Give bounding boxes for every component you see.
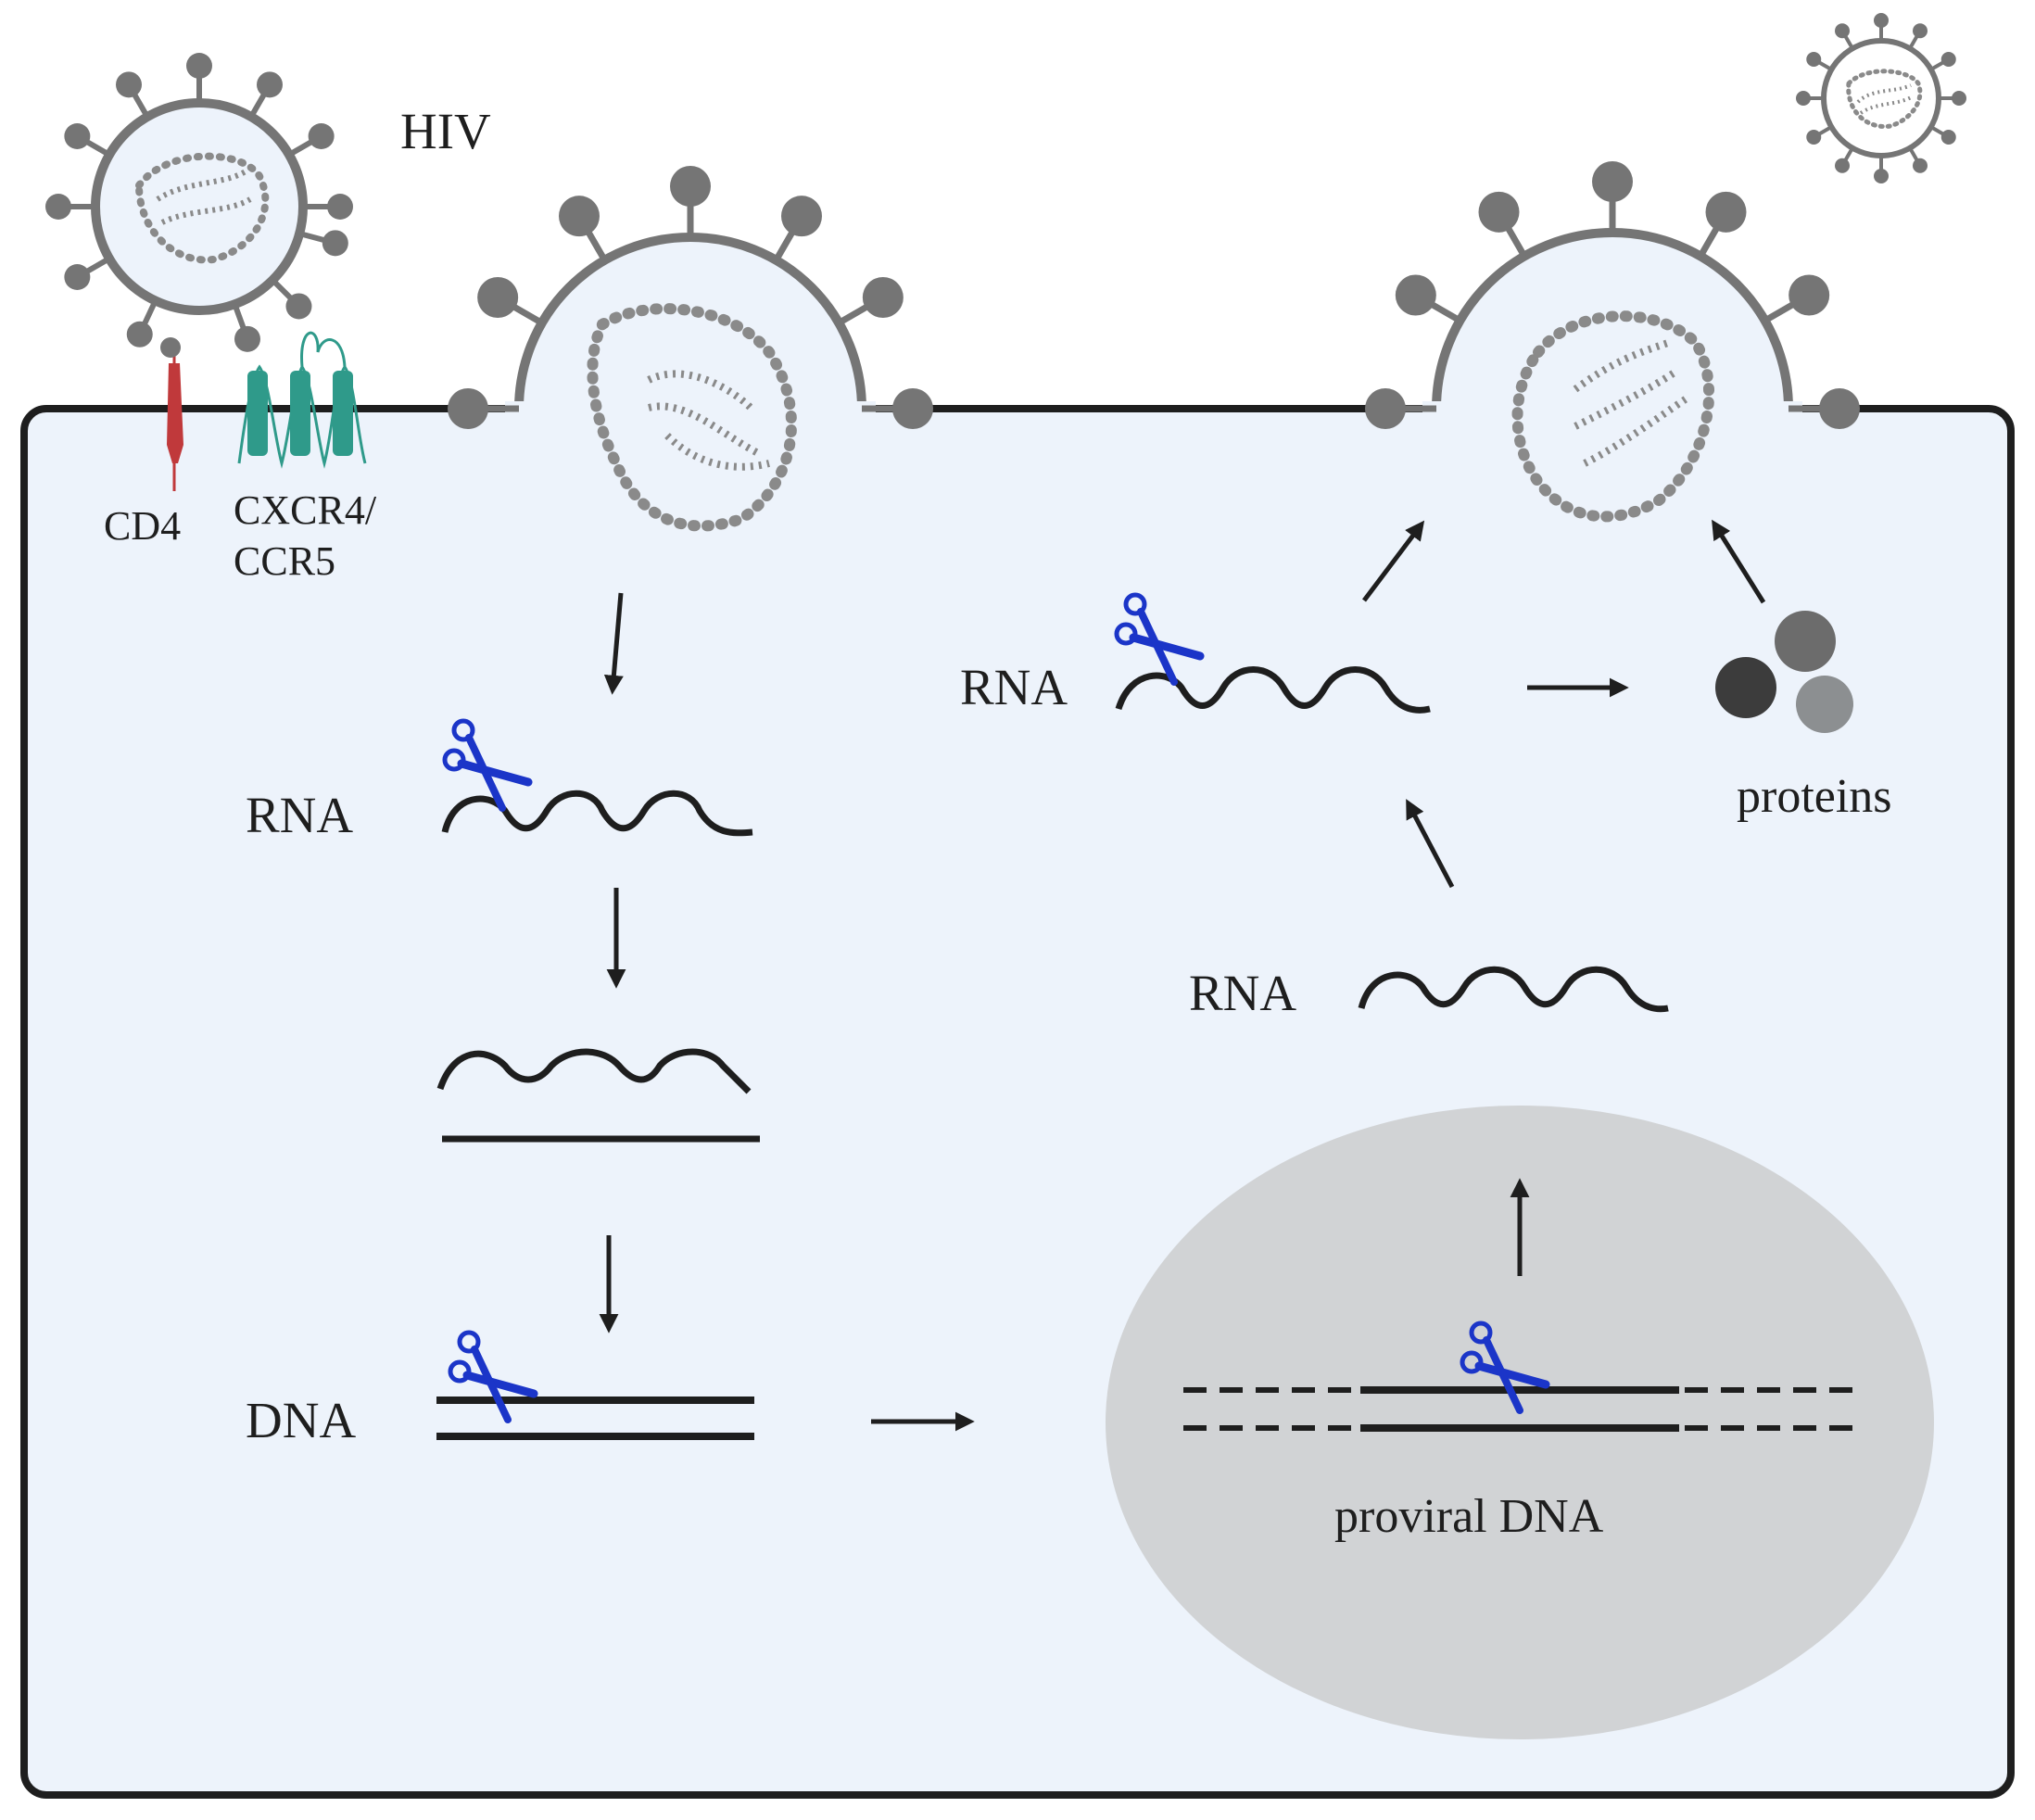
cd4-receptor xyxy=(160,337,183,491)
spike-knob xyxy=(1365,388,1406,429)
spike-knob xyxy=(1819,388,1860,429)
spike-knob xyxy=(1806,52,1822,67)
spike-knob xyxy=(45,194,71,220)
spike-knob xyxy=(116,71,142,98)
spike-knob xyxy=(448,388,488,429)
spike-knob xyxy=(1796,91,1811,106)
upper-rna-strand xyxy=(1115,666,1431,714)
spike-knob xyxy=(1940,52,1956,67)
proteins-label: proteins xyxy=(1737,770,1892,823)
spike-knob xyxy=(308,123,335,149)
released-virion xyxy=(1796,13,1966,183)
ccr5-label: CCR5 xyxy=(234,538,335,584)
spike-knob xyxy=(559,196,600,237)
cxcr4-ccr5-coreceptor xyxy=(237,331,367,469)
proviral-dna-integrated xyxy=(1183,1386,1857,1432)
spike-knob xyxy=(64,123,91,149)
spike-knob xyxy=(1913,23,1928,39)
spike-knob xyxy=(1952,91,1966,106)
spike-knob xyxy=(186,53,212,79)
spike-knob xyxy=(257,71,283,98)
spike-knob xyxy=(1705,191,1747,233)
spike-knob xyxy=(234,325,260,352)
arrow-rna-to-budding xyxy=(1362,520,1425,602)
cxcr4-label: CXCR4/ xyxy=(234,487,377,533)
spike-knob xyxy=(327,194,353,220)
pathway-arrows xyxy=(599,519,1766,1432)
spike-knob xyxy=(1874,13,1889,28)
spike-knob xyxy=(1789,274,1830,316)
spike-knob xyxy=(1874,169,1889,183)
entry-virion-bud xyxy=(448,166,933,532)
envelope-spikes xyxy=(1365,161,1860,429)
arrow-rna-to-upper-rna xyxy=(1406,799,1455,889)
spike-knob xyxy=(1592,161,1633,202)
spike-knob xyxy=(862,277,904,318)
rna-dna-hybrid xyxy=(436,1048,760,1143)
spike-knob xyxy=(285,293,312,320)
envelope-spikes xyxy=(448,166,933,429)
viral-proteins xyxy=(1715,611,1853,733)
spike-knob xyxy=(670,166,711,207)
envelope-spikes xyxy=(1796,13,1966,183)
arrow-proteins-to-budding xyxy=(1712,519,1766,604)
spike-knob xyxy=(126,321,153,348)
arrow-entry-to-rna xyxy=(603,592,624,695)
spike-knob xyxy=(1806,130,1822,145)
spike-knob xyxy=(64,264,91,290)
spike-knob xyxy=(892,388,933,429)
spike-knob xyxy=(1835,23,1850,39)
hiv-label: HIV xyxy=(400,103,491,159)
dna-label: DNA xyxy=(246,1392,356,1448)
spike-knob xyxy=(1940,130,1956,145)
spike-knob xyxy=(477,277,519,318)
spike-knob xyxy=(1835,158,1850,173)
rna-upper-label: RNA xyxy=(960,659,1068,715)
spike-knob xyxy=(781,196,822,237)
viral-capsid xyxy=(1511,310,1715,523)
envelope-spikes xyxy=(45,53,353,352)
budding-virion xyxy=(1365,161,1860,523)
spike-knob xyxy=(1478,191,1520,233)
rna-transcript-label: RNA xyxy=(1189,965,1296,1021)
nucleus xyxy=(1106,1106,1934,1739)
spike-knob xyxy=(1913,158,1928,173)
spike-knob xyxy=(1395,274,1436,316)
hiv-virion xyxy=(45,53,353,352)
cd4-label: CD4 xyxy=(104,503,181,549)
proviral-dna-label: proviral DNA xyxy=(1334,1490,1604,1543)
rna-entry-label: RNA xyxy=(246,787,353,843)
spike-knob xyxy=(322,230,348,257)
rna-transcript-strand xyxy=(1358,966,1669,1013)
viral-capsid xyxy=(587,303,797,532)
viral-dna-double-strand xyxy=(436,1397,754,1440)
